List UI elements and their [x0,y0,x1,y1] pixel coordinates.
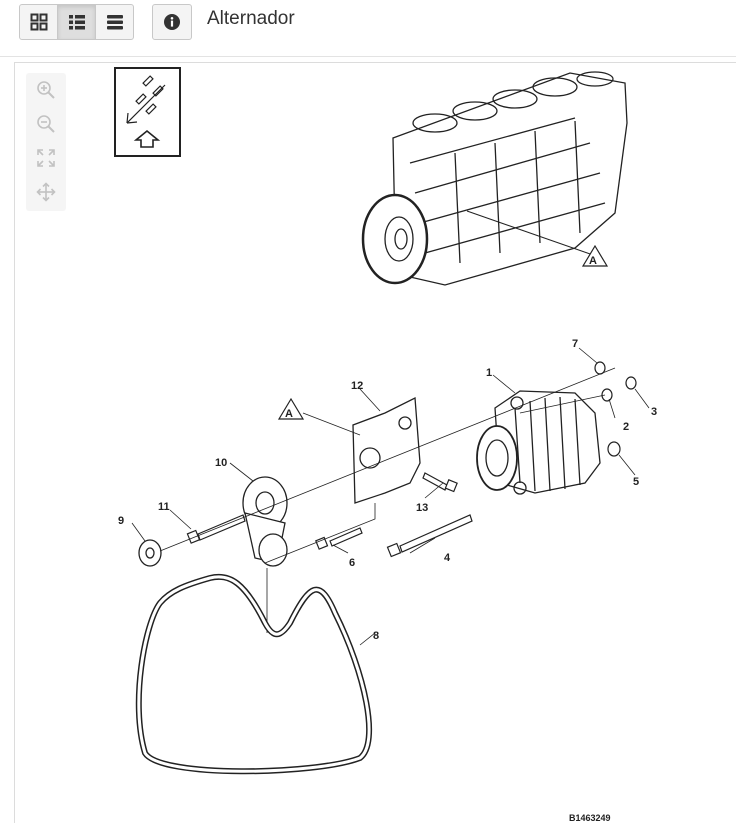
zoom-out-icon [37,115,55,133]
callout-9: 9 [118,515,124,527]
mounting-bracket [352,396,421,504]
callout-2: 2 [623,421,629,433]
menu-view-button[interactable] [95,4,134,40]
zoom-out-button[interactable] [26,107,66,141]
marker-a-left: A [277,397,361,436]
grid-view-button[interactable] [19,4,58,40]
zoom-controls [26,73,66,211]
top-toolbar: Alternador [0,0,736,57]
engine-block [361,71,628,286]
callout-11: 11 [158,501,170,513]
idler-pulley [138,539,162,567]
pan-icon [36,182,56,202]
callout-7: 7 [572,338,578,350]
marker-a-top: A [581,244,609,267]
page-title: Alternador [207,8,295,29]
view-mode-group [19,4,134,40]
fit-screen-icon [37,149,55,167]
drive-belt [135,573,373,775]
callout-4: 4 [444,552,451,564]
callout-6: 6 [349,557,355,569]
callout-10: 10 [215,457,227,469]
pan-button[interactable] [26,175,66,209]
svg-text:A: A [285,408,293,420]
callout-1: 1 [486,367,492,379]
alternator [476,390,601,495]
callout-3: 3 [651,406,657,418]
callout-labels: 1 2 3 4 5 6 7 8 9 10 11 12 13 [118,338,657,642]
drawing-reference-code: B1463249 [569,813,611,823]
callout-12: 12 [351,380,363,392]
list-view-button[interactable] [57,4,96,40]
zoom-in-icon [37,81,55,99]
svg-text:A: A [589,255,597,267]
zoom-in-button[interactable] [26,73,66,107]
callout-13: 13 [416,502,428,514]
parts-diagram: A [114,67,657,775]
callout-5: 5 [633,476,639,488]
fit-screen-button[interactable] [26,141,66,175]
list-view-icon [68,15,85,30]
drawing-viewer[interactable]: A [14,62,736,823]
grid-view-icon [30,13,47,31]
callout-8: 8 [373,630,379,642]
orientation-arrow-icon [126,75,166,148]
menu-view-icon [106,15,123,30]
info-icon [164,14,180,30]
orientation-box [114,67,181,157]
info-button[interactable] [152,4,192,40]
belt-tensioner [242,476,288,567]
